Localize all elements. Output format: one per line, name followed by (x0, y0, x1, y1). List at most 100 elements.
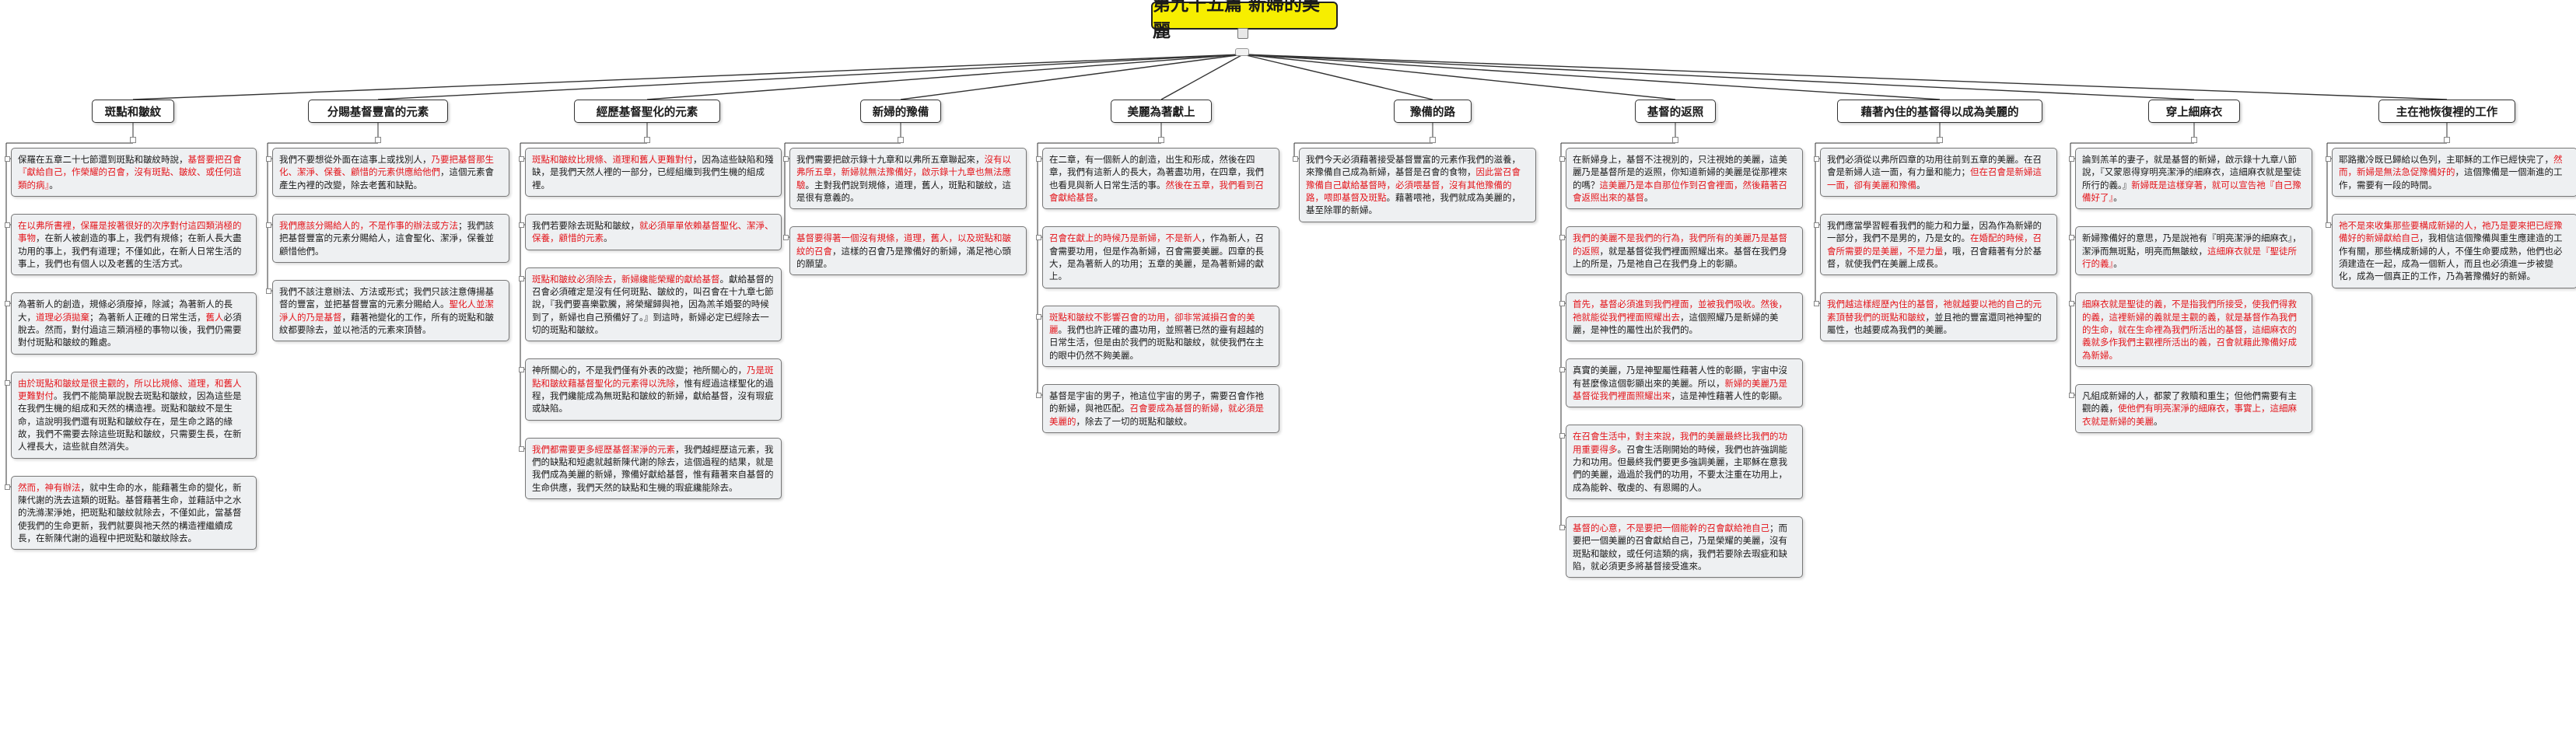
note-card[interactable]: 我們不要想從外面在這事上或找別人，乃要把基督那生化、潔淨、保養、顧惜的元素供應給… (266, 148, 509, 197)
branch-collapse-handle[interactable] (1672, 137, 1678, 143)
note-card[interactable]: 由於斑點和皺紋是很主觀的，所以比規條、道理，和舊人更難對付。我們不能簡單說脫去斑… (5, 371, 257, 459)
branch-collapse-handle[interactable] (898, 137, 904, 143)
note-text: 。 (2113, 257, 2123, 269)
note-card[interactable]: 細麻衣就是聖徒的義，不是指我們所接受，使我們得救的義，這裡新婦的義就是主觀的義，… (2069, 292, 2312, 367)
note-card[interactable]: 在召會生活中，對主來說，我們的美麗最終比我們的功用重要得多。召會生活剛開始的時候… (1559, 425, 1803, 499)
note-card[interactable]: 我們應該分賜給人的，不是作事的辦法或方法；我們該把基督豐富的元素分賜給人，這會聖… (266, 213, 509, 263)
note-card[interactable]: 祂不是來收集那些要構成新婦的人，祂乃是要來把已經豫備好的新婦獻給自己，我相信這個… (2326, 213, 2576, 288)
note-card[interactable]: 我們今天必須藉著接受基督豐富的元素作我們的滋養，來豫備自己成為新婦，基督是召會的… (1293, 148, 1536, 222)
branch-collapse-handle[interactable] (375, 137, 381, 143)
branch-collapse-handle[interactable] (1937, 137, 1943, 143)
note-card[interactable]: 保羅在五章二十七節還到斑點和皺紋時說，基督要把召會『獻給自己，作榮耀的召會，沒有… (5, 148, 257, 197)
note-text: 。召會生活剛開始的時候，我們也許強調能力和功用。但最終我們要更多強調美麗，主耶穌… (1573, 443, 1787, 493)
note-card[interactable]: 斑點和皺紋不影響召會的功用，卻非常減損召會的美麗。我們也許正確的盡功用，並照著已… (1036, 305, 1279, 367)
emphasis-text: 這細麻衣就是『聖徒所行的義』 (2082, 245, 2297, 269)
emphasis-text: 新婦既是這樣穿著，就可以宣告祂『自己豫備好了』 (2082, 179, 2301, 203)
branch-node[interactable]: 經歷基督聖化的元素 (574, 100, 720, 123)
note-text: 我們若要除去斑點和皺紋， (532, 219, 639, 231)
emphasis-text: 召會在獻上的時候乃是新婦，不是新人 (1049, 232, 1202, 244)
note-card[interactable]: 斑點和皺紋必須除去，新婦纔能榮耀的獻給基督。獻給基督的召會必須確定是沒有任何斑點… (519, 267, 782, 342)
note-text: 為著新人的創造，規條必須廢掉，除滅；為著新人的長大， (18, 299, 233, 323)
connector-line (1242, 54, 2448, 100)
note-card[interactable]: 斑點和皺紋比規條、道理和舊人更難對付，因為這些缺陷和殘缺，是我們天然人裡的一部分… (519, 148, 782, 197)
note-text: 我們今天必須藉著接受基督豐富的元素作我們的滋養，來豫備自己成為新婦，基督是召會的… (1306, 154, 1521, 178)
note-text: ，惟有經過這樣聖化的過程，我們纔能成為無斑點和皺紋的新婦，獻給基督，沒有瑕疵或缺… (532, 377, 774, 414)
note-card[interactable]: 我們越這樣經歷內住的基督，祂就越要以祂的自己的元素頂替我們的斑點和皺紋，並且祂的… (1814, 292, 2057, 342)
note-card[interactable]: 首先，基督必須進到我們裡面，並被我們吸收。然後，祂就能從我們裡面照耀出去，這個照… (1559, 292, 1803, 342)
note-text: 在二章，有一個新人的創造，出生和形成，然後在四章，我們有這新人的長大，為著盡功用… (1049, 154, 1264, 190)
root-collapse-handle[interactable] (1237, 28, 1248, 39)
emphasis-text: 斑點和皺紋不影響召會的功用，卻非常減損召會的美麗 (1049, 311, 1255, 335)
note-card[interactable]: 我們不該注意辦法、方法或形式；我們只該注意傳揚基督的豐富，並把基督豐富的元素分賜… (266, 279, 509, 342)
note-card[interactable]: 我們需要把啟示錄十九章和以弗所五章聯起來，沒有以弗所五章，新婦就無法豫備好，啟示… (783, 148, 1027, 210)
branch-collapse-handle[interactable] (130, 137, 136, 143)
emphasis-text: 我們越這樣經歷內住的基督，祂就越要以祂的自己的元素頂替我們的斑點和皺紋 (1827, 299, 2042, 323)
note-text: ，並且祂的豐富還同祂神聖的屬性，也越要成為我們的美麗。 (1827, 311, 2042, 335)
note-card[interactable]: 基督是宇宙的男子，祂這位宇宙的男子，需要召會作祂的新婦，與祂匹配。召會要成為基督… (1036, 383, 1279, 433)
note-card[interactable]: 凡組成新婦的人，都蒙了救贖和重生；但他們需要有主觀的義，使他們有明亮潔淨的細麻衣… (2069, 383, 2312, 433)
note-text: ；為著新人正確的日常生活， (89, 311, 206, 323)
note-card[interactable]: 我們的美麗不是我們的行為，我們所有的美麗乃是基督的返照，就是基督從我們裡面照耀出… (1559, 226, 1803, 276)
branch-node[interactable]: 穿上細麻衣 (2148, 100, 2240, 123)
branch-notes-column: 在二章，有一個新人的創造，出生和形成，然後在四章，我們有這新人的長大，為著盡功用… (1036, 148, 1279, 450)
branch-node[interactable]: 藉著內住的基督得以成為美麗的 (1837, 100, 2042, 123)
emphasis-text: 聖化人並潔淨人的乃是基督 (279, 299, 494, 323)
note-text: 。 (2113, 191, 2123, 203)
branch-node[interactable]: 基督的返照 (1635, 100, 1716, 123)
note-card[interactable]: 我們必須從以弗所四章的功用往前到五章的美麗。在召會是新婦人這一面，有力量和能力；… (1814, 148, 2057, 197)
note-text: 。藉著喂祂，我們就成為美麗的，基至除罪的新婦。 (1306, 191, 1521, 216)
emphasis-text: 在婚配的時候，召會所需要的是美麗，不是力量 (1827, 232, 2042, 257)
emphasis-text: 使他們有明亮潔淨的細麻衣，事實上，這細麻衣就是新婦的美麗 (2082, 403, 2297, 427)
branch-node[interactable]: 斑點和皺紋 (92, 100, 174, 123)
note-card[interactable]: 為著新人的創造，規條必須廢掉，除滅；為著新人的長大，道理必須拋棄；為著新人正確的… (5, 292, 257, 355)
note-text: 我們需要把啟示錄十九章和以弗所五章聯起來， (796, 154, 985, 165)
branch-node[interactable]: 豫備的路 (1394, 100, 1472, 123)
branch-notes-column: 保羅在五章二十七節還到斑點和皺紋時說，基督要把召會『獻給自己，作榮耀的召會，沒有… (5, 148, 257, 567)
note-text: ，藉著祂變化的工作，所有的斑點和皺紋都要除去，並以祂活的元素來頂替。 (279, 311, 494, 335)
note-card[interactable]: 論到羔羊的妻子，就是基督的新婦，啟示錄十九章八節說，『又蒙恩得穿明亮潔淨的細麻衣… (2069, 148, 2312, 210)
branch-collapse-handle[interactable] (2191, 137, 2197, 143)
branch-notes-column: 我們不要想從外面在這事上或找別人，乃要把基督那生化、潔淨、保養、顧惜的元素供應給… (266, 148, 509, 358)
note-card[interactable]: 然而，神有辦法，就中生命的水，能藉著生命的變化，新陳代謝的洗去這類的斑點。基督藉… (5, 475, 257, 551)
note-text: 真實的美麗，乃是神聖屬性藉著人性的彰顯，宇宙中沒有甚麼像這個彰顯出來的美麗。所以… (1573, 365, 1787, 389)
note-card[interactable]: 召會在獻上的時候乃是新婦，不是新人，作為新人，召會需要功用，但是作為新婦，召會需… (1036, 226, 1279, 288)
note-card[interactable]: 在二章，有一個新人的創造，出生和形成，然後在四章，我們有這新人的長大，為著盡功用… (1036, 148, 1279, 210)
note-text: ，就中生命的水，能藉著生命的變化，新陳代謝的洗去這類的斑點。基督藉著生命，並藉話… (18, 481, 242, 544)
branch-node[interactable]: 美麗為著獻上 (1111, 100, 1212, 123)
branch-collapse-handle[interactable] (1158, 137, 1164, 143)
branch-notes-column: 斑點和皺紋比規條、道理和舊人更難對付，因為這些缺陷和殘缺，是我們天然人裡的一部分… (519, 148, 782, 516)
note-text: 。 (1644, 191, 1654, 203)
note-text: 。 (2154, 415, 2163, 427)
note-text: ，在新人被創造的事上，我們有規條；在新人長大盡功用的事上，我們有道理；不僅如此，… (18, 232, 242, 269)
branch-node[interactable]: 主在祂恢復裡的工作 (2378, 100, 2515, 123)
emphasis-text: 基督要把召會『獻給自己，作榮耀的召會，沒有斑點、皺紋、或任何這類的病』 (18, 154, 242, 190)
branch-collapse-handle[interactable] (644, 137, 650, 143)
emphasis-text: 乃要把基督那生化、潔淨、保養、顧惜的元素供應給他們 (279, 154, 494, 178)
note-card[interactable]: 我們若要除去斑點和皺紋，就必須單單依賴基督聖化、潔淨、保養，顧惜的元素。 (519, 213, 782, 250)
note-text: ，除去了一切的斑點和皺紋。 (1076, 415, 1193, 427)
note-card[interactable]: 我們都需要更多經歷基督潔淨的元素，我們越經歷這元素，我們的缺點和短處就越新陳代謝… (519, 437, 782, 499)
emphasis-text: 斑點和皺紋必須除去，新婦纔能榮耀的獻給基督 (532, 273, 720, 285)
note-card[interactable]: 神所關心的，不是我們僅有外表的改變；祂所關心的，乃是斑點和皺紋藉基督聖化的元素得… (519, 358, 782, 421)
note-card[interactable]: 基督的心意，不是要把一個能幹的召會獻給祂自己；而要把一個美麗的召會獻給自己，乃是… (1559, 516, 1803, 578)
note-text: ，這個照耀乃是新婦的美麗，是神性的屬性出於我們的。 (1573, 311, 1779, 335)
branch-node[interactable]: 新婦的豫備 (860, 100, 941, 123)
note-text: 論到羔羊的妻子，就是基督的新婦，啟示錄十九章八節說，『又蒙恩得穿明亮潔淨的細麻衣… (2082, 154, 2301, 190)
emphasis-text: 在召會生活中，對主來說，我們的美麗最終比我們的功用重要得多 (1573, 431, 1787, 455)
note-card[interactable]: 我們應當學習輕看我們的能力和力量，因為作為新婦的一部分，我們不是男的，乃是女的。… (1814, 213, 2057, 276)
note-card[interactable]: 真實的美麗，乃是神聖屬性藉著人性的彰顯，宇宙中沒有甚麼像這個彰顯出來的美麗。所以… (1559, 358, 1803, 408)
branch-collapse-handle[interactable] (2444, 137, 2450, 143)
connector-line (646, 54, 1244, 100)
note-card[interactable]: 新婦豫備好的意思，乃是說祂有『明亮潔淨的細麻衣』，潔淨而無斑點，明亮而無皺紋，這… (2069, 226, 2312, 276)
branch-collapse-handle[interactable] (1430, 137, 1436, 143)
emphasis-text: 但在召會是新婦這一面，卻有美麗和豫備 (1827, 166, 2042, 190)
root-title-node[interactable]: 第九十五篇 新婦的美麗 (1151, 0, 1338, 41)
branch-notes-column: 我們今天必須藉著接受基督豐富的元素作我們的滋養，來豫備自己成為新婦，基督是召會的… (1293, 148, 1536, 239)
note-text: 基督是宇宙的男子，祂這位宇宙的男子，需要召會作祂的新婦，與祂匹配。 (1049, 390, 1264, 414)
note-card[interactable]: 耶路撒冷既已歸給以色列，主耶穌的工作已經快完了，然而，新婦是無法急促豫備好的，這… (2326, 148, 2576, 197)
branch-node[interactable]: 分賜基督豐富的元素 (308, 100, 448, 123)
note-card[interactable]: 在以弗所書裡，保羅是按著很好的次序對付這四類消極的事物，在新人被創造的事上，我們… (5, 213, 257, 276)
note-card[interactable]: 基督要得著一個沒有規條，道理，舊人，以及斑點和皺紋的召會，這樣的召會乃是豫備好的… (783, 226, 1027, 276)
emphasis-text: 由於斑點和皺紋是很主觀的，所以比規條、道理，和舊人更難對付 (18, 377, 242, 401)
note-card[interactable]: 在新婦身上，基督不注視別的，只注視她的美麗，這美麗乃是基督所是的返照，你知道新婦… (1559, 148, 1803, 210)
